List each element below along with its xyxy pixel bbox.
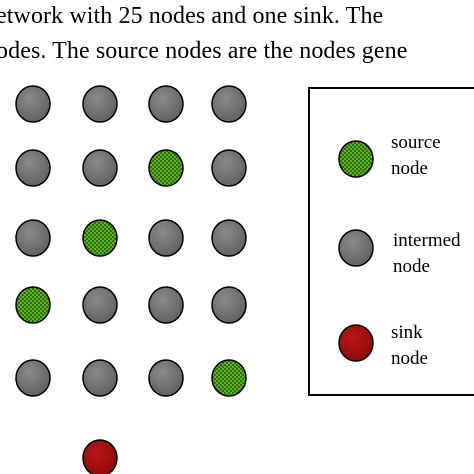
source-node bbox=[148, 149, 184, 187]
legend-intermediate-line1: intermed bbox=[393, 230, 461, 251]
caption-line-1: etwork with 25 nodes and one sink. The bbox=[0, 3, 384, 29]
intermediate-node bbox=[148, 85, 184, 123]
legend-source-line1: source bbox=[391, 132, 441, 153]
node-grid bbox=[15, 85, 247, 474]
legend bbox=[308, 87, 474, 396]
intermediate-node bbox=[82, 286, 118, 324]
legend-sink-line1: sink bbox=[391, 322, 423, 343]
legend-source-label: source node bbox=[391, 130, 441, 182]
intermediate-node bbox=[211, 219, 247, 257]
caption-line-2: odes. The source nodes are the nodes gen… bbox=[0, 38, 408, 64]
legend-sink-label: sink node bbox=[391, 320, 428, 372]
sink-node bbox=[82, 439, 118, 474]
intermediate-node bbox=[148, 359, 184, 397]
legend-sink-node bbox=[338, 324, 374, 362]
legend-intermediate-node bbox=[338, 229, 374, 267]
intermediate-node bbox=[211, 85, 247, 123]
source-node bbox=[15, 286, 51, 324]
legend-intermediate-line2: node bbox=[393, 256, 430, 277]
intermediate-node bbox=[15, 85, 51, 123]
intermediate-node bbox=[82, 359, 118, 397]
legend-source-line2: node bbox=[391, 158, 428, 179]
legend-intermediate-label: intermed node bbox=[393, 228, 461, 280]
intermediate-node bbox=[211, 286, 247, 324]
intermediate-node bbox=[15, 149, 51, 187]
legend-source-node bbox=[338, 140, 374, 178]
intermediate-node bbox=[148, 286, 184, 324]
legend-box bbox=[308, 87, 474, 396]
intermediate-node bbox=[82, 149, 118, 187]
intermediate-node bbox=[82, 85, 118, 123]
legend-sink-line2: node bbox=[391, 348, 428, 369]
intermediate-node bbox=[211, 149, 247, 187]
intermediate-node bbox=[15, 359, 51, 397]
source-node bbox=[82, 219, 118, 257]
source-node bbox=[211, 359, 247, 397]
intermediate-node bbox=[148, 219, 184, 257]
intermediate-node bbox=[15, 219, 51, 257]
